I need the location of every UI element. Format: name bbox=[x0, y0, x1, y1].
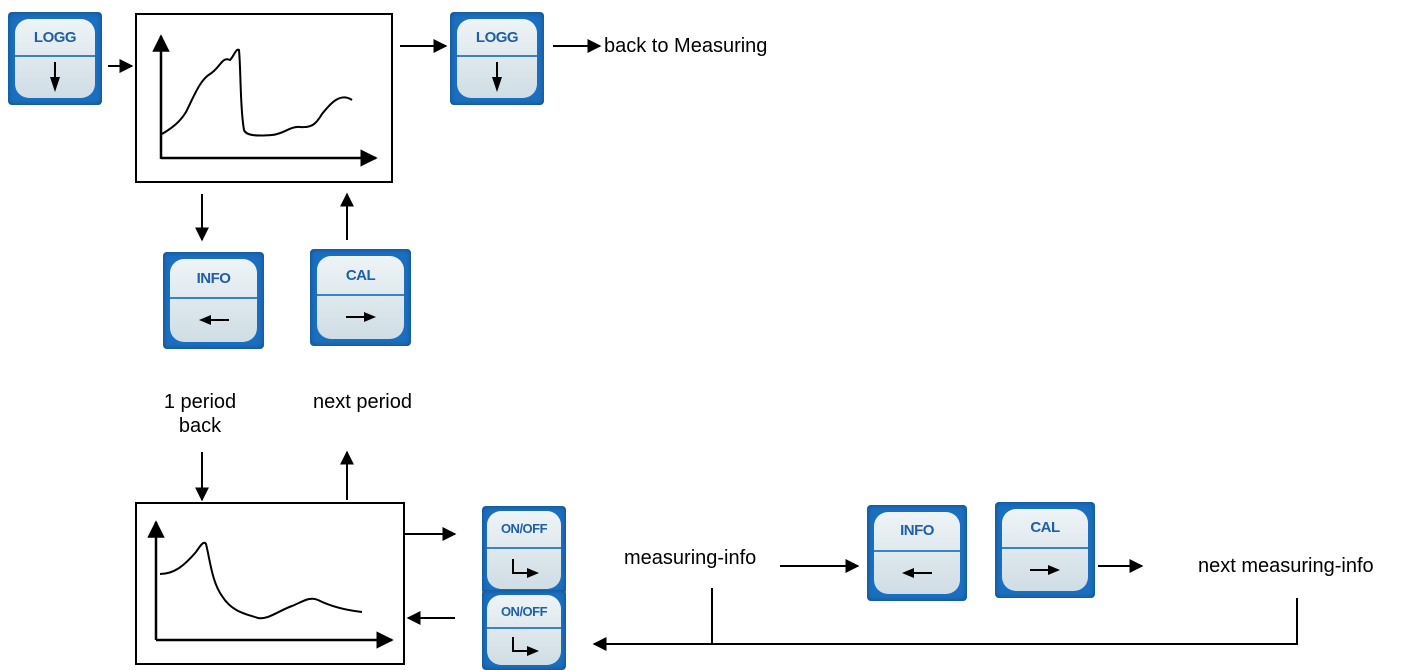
arrow-right-icon bbox=[1030, 564, 1060, 575]
one-period-back-label: 1 period back bbox=[140, 390, 260, 438]
cal-button-top[interactable]: CAL bbox=[310, 249, 411, 346]
onoff-label: ON/OFF bbox=[500, 603, 548, 619]
logg-button-right[interactable]: LOGG bbox=[450, 12, 544, 105]
logg-label: LOGG bbox=[33, 28, 77, 46]
onoff-button-upper[interactable]: ON/OFF bbox=[482, 506, 566, 594]
log-chart-display-top bbox=[135, 13, 393, 183]
return-line bbox=[592, 598, 1298, 651]
arrow-down-icon bbox=[50, 62, 60, 93]
logg-label: LOGG bbox=[475, 28, 519, 46]
arrow-down-icon bbox=[492, 62, 502, 93]
cal-label: CAL bbox=[345, 266, 376, 284]
logg-button-left[interactable]: LOGG bbox=[8, 12, 102, 105]
cal-button-bottom[interactable]: CAL bbox=[995, 502, 1095, 598]
arrow-right-icon bbox=[345, 312, 376, 323]
onoff-button-lower[interactable]: ON/OFF bbox=[482, 590, 566, 670]
info-button-bottom[interactable]: INFO bbox=[867, 505, 967, 601]
cal-label: CAL bbox=[1030, 519, 1060, 537]
arrow-left-icon bbox=[902, 567, 932, 578]
measuring-info-label: measuring-info bbox=[624, 547, 757, 569]
arrow-left-icon bbox=[198, 315, 229, 326]
onoff-label: ON/OFF bbox=[500, 521, 548, 537]
flow-arrows bbox=[108, 39, 1298, 651]
info-label: INFO bbox=[196, 269, 231, 287]
info-button-top[interactable]: INFO bbox=[163, 252, 264, 349]
next-period-label: next period bbox=[313, 391, 412, 413]
enter-arrow-icon bbox=[512, 558, 539, 578]
next-measuring-info-label: next measuring-info bbox=[1198, 555, 1374, 577]
one-period-back-line2: back bbox=[178, 415, 222, 437]
back-to-measuring-label: back to Measuring bbox=[604, 35, 768, 57]
enter-arrow-icon bbox=[512, 636, 539, 656]
one-period-back-line1: 1 period bbox=[163, 391, 237, 413]
info-label: INFO bbox=[900, 522, 934, 540]
log-chart-display-bottom bbox=[135, 502, 405, 665]
